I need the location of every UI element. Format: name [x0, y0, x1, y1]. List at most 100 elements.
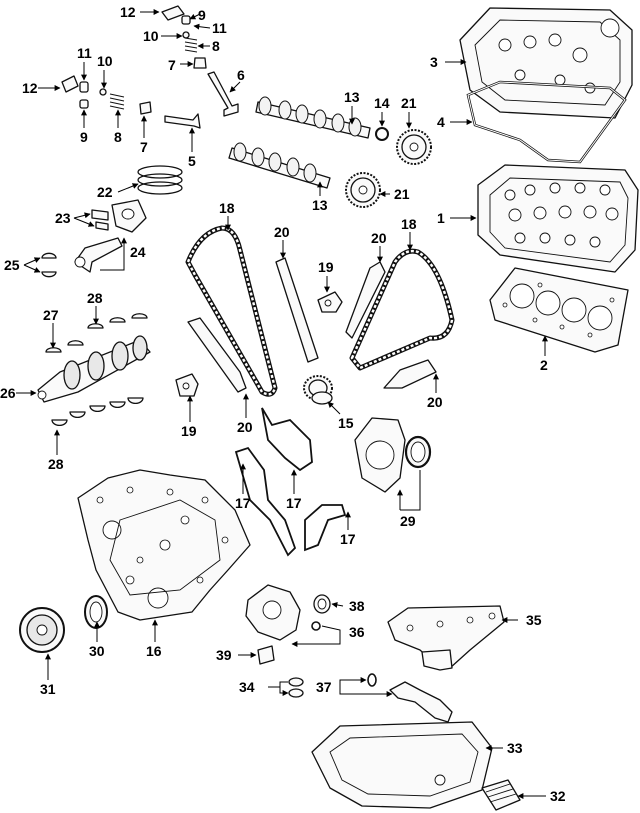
- callout-20-upper-left: 20: [274, 224, 290, 240]
- callout-6: 6: [237, 67, 245, 83]
- cylinder-head: [477, 164, 639, 273]
- callout-7-top: 7: [168, 57, 176, 73]
- oil-pickup-tube-37: [367, 673, 453, 723]
- callout-21-top: 21: [401, 95, 417, 111]
- rocker-arm-12-top: [161, 5, 185, 21]
- callout-19-left: 19: [181, 423, 197, 439]
- callout-28-bottom: 28: [48, 456, 64, 472]
- cam-sprocket-lower: [345, 172, 381, 208]
- callout-9-top: 9: [198, 7, 206, 23]
- valve-cover-gasket: [466, 80, 627, 164]
- lash-adjuster-11-left: [79, 81, 89, 93]
- callout-8-top: 8: [212, 38, 220, 54]
- intake-valve-6: [207, 71, 239, 117]
- callout-17-middle: 17: [286, 495, 302, 511]
- timing-gasket-17c: [304, 504, 347, 552]
- callout-27: 27: [43, 307, 59, 323]
- valve-spring-8-top: [184, 37, 198, 53]
- chain-guide-lower-right-20: [383, 359, 437, 389]
- callout-12-left: 12: [22, 80, 38, 96]
- valve-keeper-10-top: [182, 31, 190, 39]
- exhaust-valve-5: [164, 113, 201, 129]
- callout-36: 36: [349, 624, 365, 640]
- chain-guide-right-20: [345, 261, 386, 339]
- callout-11-left: 11: [77, 45, 92, 61]
- callout-17-right: 17: [340, 531, 356, 547]
- callout-4: 4: [437, 114, 445, 130]
- oil-pump-oring-36: [311, 621, 321, 631]
- valve-guide-seal-7-left: [139, 101, 152, 115]
- callout-20-lower-right: 20: [427, 394, 443, 410]
- lash-adjuster-9-left: [79, 99, 89, 109]
- oil-pan-lower-33: [311, 721, 493, 809]
- callout-15: 15: [338, 415, 354, 431]
- callout-22: 22: [97, 184, 113, 200]
- callout-18-right: 18: [401, 216, 417, 232]
- timing-chain-left-18: [185, 225, 278, 397]
- callout-31: 31: [40, 681, 56, 697]
- callout-18-left: 18: [219, 200, 235, 216]
- head-gasket: [489, 267, 629, 353]
- chain-tensioner-right-19: [317, 291, 343, 313]
- callout-9-left: 9: [80, 129, 88, 145]
- callout-7-left: 7: [140, 139, 148, 155]
- timing-chain-right-18: [349, 248, 455, 371]
- callout-34: 34: [239, 679, 255, 695]
- callout-39: 39: [216, 647, 232, 663]
- main-bearings-lower-28: [51, 397, 144, 426]
- callout-8-left: 8: [114, 129, 122, 145]
- callout-13-bottom: 13: [312, 197, 328, 213]
- callout-25: 25: [4, 257, 20, 273]
- oil-cooler-32: [481, 779, 521, 811]
- lash-adjuster-9-top: [181, 15, 191, 25]
- rocker-arm-12-left: [61, 75, 79, 93]
- callout-37: 37: [316, 679, 332, 695]
- callout-28-top: 28: [87, 290, 103, 306]
- callout-17-left: 17: [235, 495, 251, 511]
- timing-gasket-17a: [261, 407, 313, 472]
- connecting-rod-24: [74, 237, 123, 273]
- callout-5: 5: [188, 153, 196, 169]
- callout-20-right: 20: [371, 230, 387, 246]
- chain-guide-upper-left-20: [275, 257, 319, 363]
- callout-20-left: 20: [237, 419, 253, 435]
- callout-16: 16: [146, 643, 162, 659]
- callout-10-left: 10: [97, 53, 113, 69]
- oil-pump-36: [245, 584, 301, 641]
- oil-pressure-switch-39: [257, 645, 275, 665]
- callout-11-top: 11: [212, 20, 227, 36]
- chain-tensioner-left-19: [175, 373, 199, 397]
- crank-sprocket-15: [303, 375, 333, 405]
- callout-3: 3: [430, 54, 438, 70]
- crank-balancer-31: [19, 607, 65, 653]
- oil-pump-seals-34: [288, 677, 304, 698]
- valve-keeper-10-left: [99, 88, 107, 96]
- callout-35: 35: [526, 612, 542, 628]
- callout-19-right: 19: [318, 259, 334, 275]
- callout-13-top: 13: [344, 89, 360, 105]
- piston-rings-22: [137, 165, 183, 195]
- front-crank-seal-30: [84, 595, 108, 629]
- callout-labels: 12 9 10 11 8 7 6 11 10 12 9 8 7 5 13 14 …: [0, 4, 566, 804]
- main-bearings-upper-28: [87, 313, 148, 329]
- timing-front-cover-16: [77, 469, 251, 621]
- rear-main-cover-29: [354, 417, 406, 493]
- seal-ring: [375, 127, 389, 141]
- crankshaft-26: [37, 335, 151, 403]
- callout-1: 1: [437, 210, 445, 226]
- callout-32: 32: [550, 788, 566, 804]
- piston-23: [91, 199, 147, 233]
- valve-cover: [459, 7, 633, 119]
- callout-14: 14: [374, 95, 390, 111]
- main-bearings-upper-27: [45, 340, 84, 353]
- callout-12-top: 12: [120, 4, 136, 20]
- callout-26: 26: [0, 385, 16, 401]
- chain-guide-left-20: [187, 317, 247, 393]
- camshaft-upper: [255, 96, 371, 139]
- oil-pan-upper-35: [387, 605, 505, 671]
- valve-guide-seal-7-top: [193, 57, 207, 69]
- rod-bearings-25: [41, 252, 57, 278]
- rear-main-seal-29: [404, 435, 432, 469]
